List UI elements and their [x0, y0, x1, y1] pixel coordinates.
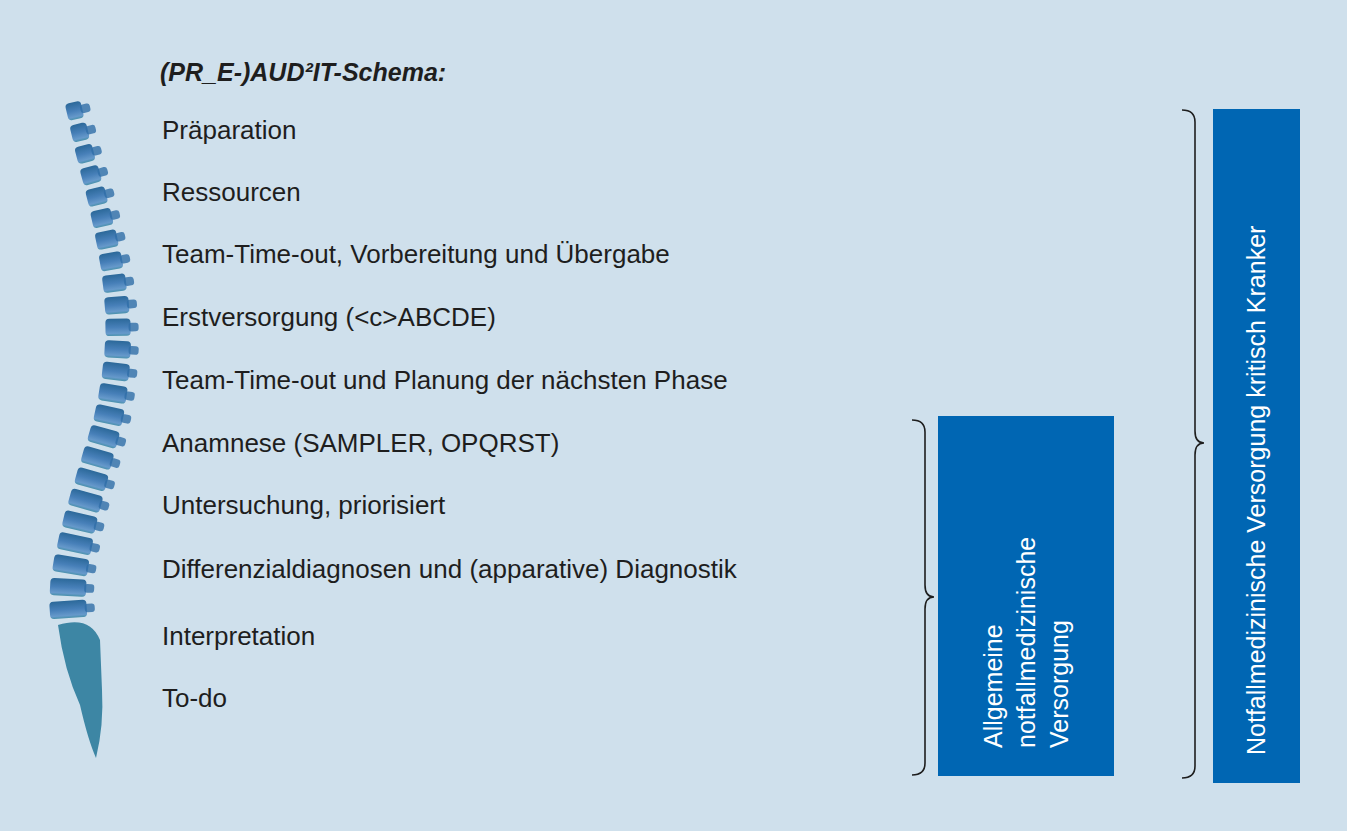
- vertebra: [56, 532, 93, 556]
- category-band: Allgemeine notfallmedizinische Versorgun…: [938, 416, 1114, 776]
- vertebra-process: [97, 166, 109, 177]
- vertebra: [80, 445, 114, 470]
- vertebra: [49, 599, 87, 619]
- schema-step: Team-Time-out, Vorbereitung und Übergabe: [162, 238, 670, 270]
- schema-step: Differenzialdiagnosen und (apparative) D…: [162, 553, 737, 585]
- vertebra-process: [84, 584, 94, 593]
- schema-step: To-do: [162, 682, 227, 714]
- vertebra-process: [127, 299, 138, 308]
- bracket: [912, 420, 934, 775]
- vertebra: [87, 424, 120, 449]
- vertebra: [104, 340, 131, 359]
- vertebra-process: [104, 479, 116, 490]
- vertebra-process: [109, 210, 121, 221]
- vertebra-process: [86, 564, 97, 574]
- schema-step: Erstversorgung (<c>ABCDE): [162, 301, 496, 333]
- vertebra-process: [98, 500, 110, 511]
- vertebra-process: [129, 323, 139, 332]
- category-band: Notfallmedizinische Versorgung kritisch …: [1213, 109, 1300, 783]
- band-label: Allgemeine notfallmedizinische Versorgun…: [977, 498, 1076, 748]
- schema-step: Team-Time-out und Planung der nächsten P…: [162, 364, 728, 396]
- sacrum: [58, 622, 102, 758]
- vertebra-process: [127, 368, 138, 378]
- vertebra: [104, 296, 130, 315]
- vertebra-process: [109, 457, 121, 468]
- vertebra-process: [128, 346, 138, 355]
- vertebra-process: [85, 124, 97, 135]
- vertebra-process: [119, 254, 130, 264]
- vertebra-process: [123, 276, 134, 286]
- vertebra-process: [120, 414, 132, 425]
- band-label: Notfallmedizinische Versorgung kritisch …: [1240, 137, 1273, 755]
- vertebra-process: [114, 231, 126, 242]
- vertebra-process: [84, 603, 95, 612]
- vertebra: [67, 488, 103, 513]
- schema-step: Präparation: [162, 114, 296, 146]
- vertebra: [52, 554, 90, 577]
- spine-illustration: [49, 100, 139, 758]
- schema-step: Untersuchung, priorisiert: [162, 489, 445, 521]
- vertebra: [98, 251, 123, 272]
- vertebra-process: [79, 103, 91, 114]
- vertebra: [98, 383, 128, 404]
- title: (PR_E-)AUD²IT-Schema:: [160, 56, 446, 88]
- vertebra-process: [89, 543, 101, 554]
- vertebra: [93, 404, 125, 427]
- vertebra-process: [124, 391, 135, 401]
- schema-step: Ressourcen: [162, 176, 301, 208]
- vertebra: [62, 510, 99, 535]
- schema-step: Interpretation: [162, 620, 315, 652]
- bracket: [1182, 110, 1204, 778]
- vertebra-process: [103, 188, 115, 199]
- vertebra: [50, 578, 87, 597]
- vertebra: [105, 318, 130, 336]
- vertebra: [101, 361, 130, 381]
- vertebra: [74, 467, 109, 492]
- vertebra: [85, 186, 108, 208]
- vertebra: [94, 229, 119, 250]
- vertebra: [90, 207, 114, 228]
- vertebra-process: [115, 436, 127, 447]
- vertebra: [102, 273, 127, 293]
- vertebra-process: [91, 145, 103, 156]
- vertebra-process: [93, 521, 105, 532]
- schema-step: Anamnese (SAMPLER, OPQRST): [162, 427, 559, 459]
